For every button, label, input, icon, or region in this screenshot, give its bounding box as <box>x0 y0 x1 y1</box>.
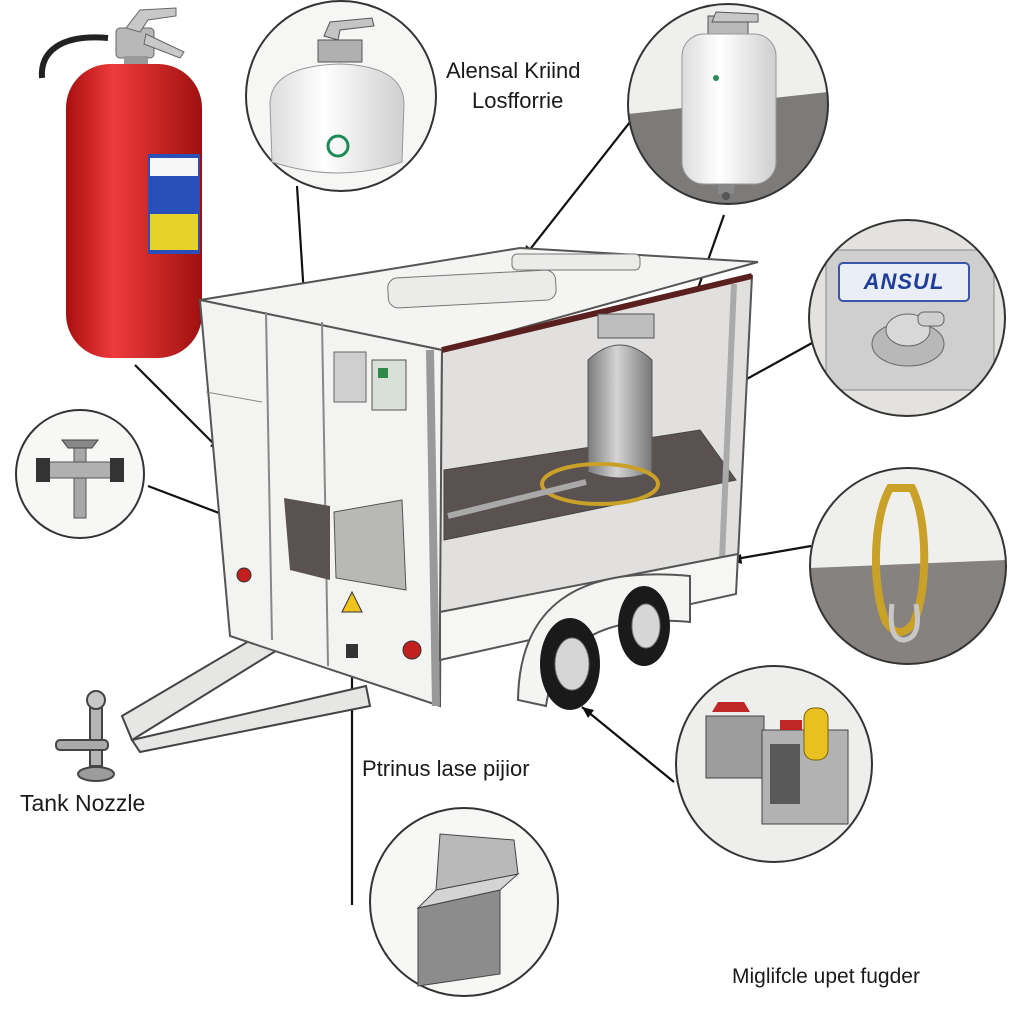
trailer-wheel-front <box>540 618 600 710</box>
callout-line-panel <box>581 706 675 783</box>
fire-extinguisher-icon <box>38 7 202 358</box>
diagram-title-line1: Alensal Kriind <box>446 58 581 83</box>
gas-line-hose-icon <box>809 467 1007 665</box>
ansul-valve-icon <box>808 219 1006 417</box>
diagram-title-line2: Losfforrie <box>472 88 564 113</box>
cylinder-icon <box>627 3 829 205</box>
bottom-label: Miglifcle upet fugder <box>732 965 920 988</box>
callout-line-cylinder-top <box>523 121 631 258</box>
callout-line-hose <box>729 544 812 562</box>
control-panel-icon <box>675 665 873 863</box>
diagram-title: Alensal Kriind Losfforrie <box>446 56 581 116</box>
trailer-wheel-rear <box>618 586 670 666</box>
agent-tank-icon <box>245 0 437 192</box>
middle-label: Ptrinus lase pijior <box>362 756 530 781</box>
callout-line-extinguisher <box>134 364 223 453</box>
tank-nozzle-icon <box>15 409 145 539</box>
trailer-icon <box>55 246 759 782</box>
storage-bin-icon <box>369 807 559 997</box>
tank-nozzle-label: Tank Nozzle <box>20 790 146 816</box>
ansul-brand-label: ANSUL <box>838 262 970 302</box>
